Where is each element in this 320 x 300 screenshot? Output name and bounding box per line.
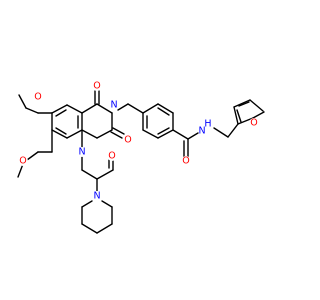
atom-label-n: N: [198, 126, 205, 137]
bonds: [17, 90, 265, 234]
atom-o-acetyl: O: [107, 151, 117, 162]
atom-label-n: N: [110, 100, 117, 111]
atom-label-n: N: [93, 191, 100, 202]
atom-o-c4: O: [92, 81, 102, 92]
atom-o-furan: O: [249, 118, 259, 129]
atom-label-o: O: [250, 118, 257, 129]
atom-o-methoxy-bottom: O: [18, 156, 28, 167]
atom-n1: N: [77, 147, 87, 158]
atom-label-n: N: [78, 147, 85, 158]
atom-label-o: O: [34, 92, 41, 103]
molecule-structure: O O O O O O O N: [17, 81, 265, 234]
atom-label-o: O: [108, 151, 115, 162]
atom-labels: O O O O O O O N: [18, 81, 259, 202]
atom-nh-amide: N H: [198, 119, 211, 137]
atom-o-benzamide: O: [181, 156, 191, 167]
atom-label-o: O: [19, 156, 26, 167]
atom-o-c2: O: [123, 135, 133, 146]
atom-label-o: O: [182, 156, 189, 167]
atom-n-piperidine: N: [92, 191, 102, 202]
atom-o-methoxy-top: O: [33, 92, 43, 103]
atom-n3: N: [109, 100, 119, 111]
atom-label-h: H: [204, 119, 211, 130]
atom-label-o: O: [93, 81, 100, 92]
atom-label-o: O: [124, 135, 131, 146]
